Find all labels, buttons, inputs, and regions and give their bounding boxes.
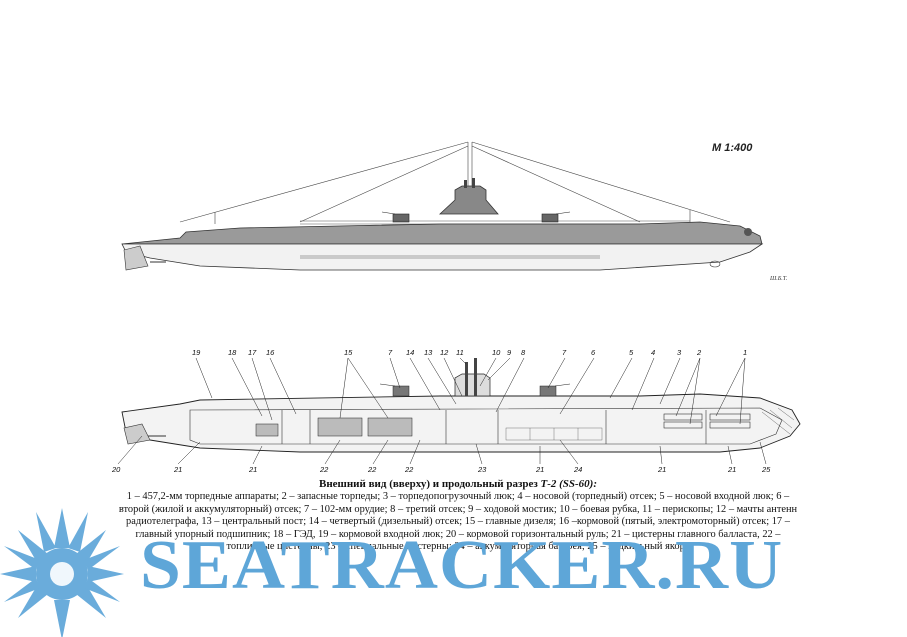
callout-label: 17	[248, 348, 257, 357]
callout-label: 24	[573, 465, 582, 474]
callout-label: 22	[404, 465, 414, 474]
callout-label: 8	[521, 348, 526, 357]
callout-label: 10	[492, 348, 501, 357]
external-view: Ш.Б.Т.	[121, 141, 787, 282]
callout-label: 2	[696, 348, 702, 357]
callout-label: 6	[591, 348, 596, 357]
callout-label: 21	[248, 465, 257, 474]
caption-designation: Т-2 (SS-60):	[540, 478, 597, 490]
callout-label: 14	[406, 348, 414, 357]
caption: Внешний вид (вверху) и продольный разрез…	[118, 478, 798, 553]
sun-logo-icon	[0, 508, 124, 637]
callout-label: 18	[228, 348, 237, 357]
callout-label: 19	[192, 348, 201, 357]
callout-label: 22	[319, 465, 329, 474]
callout-label: 23	[477, 465, 487, 474]
callout-label: 13	[424, 348, 433, 357]
hull-superstructure	[121, 221, 763, 245]
battery	[505, 427, 603, 441]
caption-title-line: Внешний вид (вверху) и продольный разрез…	[118, 478, 798, 491]
callout-label: 7	[388, 348, 393, 357]
callout-label: 1	[743, 348, 747, 357]
callout-label: 21	[535, 465, 544, 474]
caption-title: Внешний вид (вверху) и продольный разрез	[319, 478, 538, 490]
callout-label: 21	[657, 465, 666, 474]
watermark-text: SEATRACKER.RU	[140, 527, 784, 604]
callout-label: 25	[761, 465, 771, 474]
callout-label: 16	[266, 348, 275, 357]
callout-label: 3	[677, 348, 682, 357]
callout-label: 21	[173, 465, 182, 474]
callout-label: 11	[456, 348, 464, 357]
callout-label: 15	[344, 348, 353, 357]
hull-lower	[121, 243, 764, 271]
diesel-engines	[255, 417, 413, 437]
callout-label: 22	[367, 465, 377, 474]
callout-numbers-top: 19 18 17 16 15 7 14 13 12 11 10 9 8 7 6 …	[192, 348, 747, 357]
callout-label: 5	[629, 348, 634, 357]
caption-legend: 1 – 457,2-мм торпедные аппараты; 2 – зап…	[118, 491, 798, 553]
callout-label: 21	[727, 465, 736, 474]
callout-label: 7	[562, 348, 567, 357]
antenna-wires	[179, 141, 731, 224]
deck-gun	[381, 211, 571, 223]
conning-tower	[438, 185, 499, 215]
drawing-signature: Ш.Б.Т.	[769, 276, 787, 282]
longitudinal-section	[121, 358, 801, 453]
callout-numbers-bottom: 20 21 21 22 22 22 23 21 24 21 21 25	[111, 465, 771, 474]
callout-label: 20	[111, 465, 121, 474]
callout-label: 9	[507, 348, 512, 357]
callout-label: 4	[651, 348, 655, 357]
callout-label: 12	[440, 348, 449, 357]
submarine-drawing: Ш.Б.Т.	[111, 141, 801, 474]
scale-label: M 1:400	[712, 142, 753, 154]
torpedo-tubes	[663, 413, 751, 429]
section-hull	[121, 393, 801, 453]
